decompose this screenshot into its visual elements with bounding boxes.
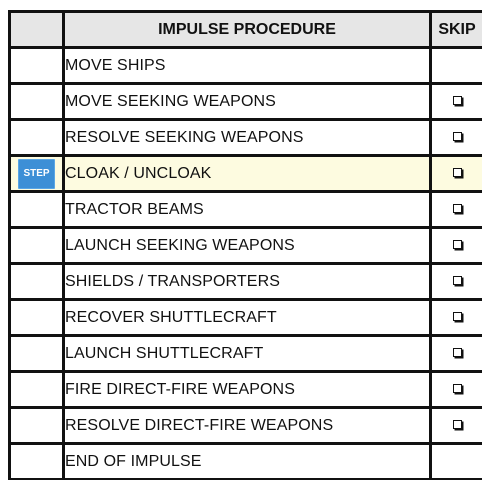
step-label: LAUNCH SEEKING WEAPONS: [65, 229, 429, 262]
skip-cell: [432, 337, 482, 370]
step-label: CLOAK / UNCLOAK: [65, 157, 429, 190]
step-indicator-cell: [11, 409, 62, 442]
step-row[interactable]: LAUNCH SEEKING WEAPONS: [11, 229, 482, 262]
skip-cell: [432, 49, 482, 82]
step-row[interactable]: RECOVER SHUTTLECRAFT: [11, 301, 482, 334]
step-indicator-cell: [11, 445, 62, 478]
procedure-column-header: IMPULSE PROCEDURE: [65, 13, 429, 46]
skip-cell: [432, 121, 482, 154]
step-row[interactable]: MOVE SEEKING WEAPONS: [11, 85, 482, 118]
skip-checkbox-icon[interactable]: [452, 311, 462, 321]
step-row[interactable]: LAUNCH SHUTTLECRAFT: [11, 337, 482, 370]
skip-cell: [432, 229, 482, 262]
current-step-badge: STEP: [18, 158, 55, 189]
skip-checkbox-icon[interactable]: [452, 131, 462, 141]
skip-checkbox-icon[interactable]: [452, 167, 462, 177]
table-header-row: IMPULSE PROCEDURE SKIP: [11, 13, 482, 46]
skip-checkbox-icon[interactable]: [452, 347, 462, 357]
step-row-current[interactable]: STEP CLOAK / UNCLOAK: [11, 157, 482, 190]
step-label: SHIELDS / TRANSPORTERS: [65, 265, 429, 298]
step-label: TRACTOR BEAMS: [65, 193, 429, 226]
step-label: MOVE SEEKING WEAPONS: [65, 85, 429, 118]
step-indicator-cell: [11, 121, 62, 154]
step-indicator-cell: [11, 337, 62, 370]
step-label: RECOVER SHUTTLECRAFT: [65, 301, 429, 334]
step-row[interactable]: SHIELDS / TRANSPORTERS: [11, 265, 482, 298]
step-indicator-cell: [11, 301, 62, 334]
skip-cell: [432, 193, 482, 226]
skip-cell: [432, 85, 482, 118]
step-row[interactable]: RESOLVE SEEKING WEAPONS: [11, 121, 482, 154]
skip-checkbox-icon[interactable]: [452, 203, 462, 213]
skip-checkbox-icon[interactable]: [452, 383, 462, 393]
step-row[interactable]: MOVE SHIPS: [11, 49, 482, 82]
step-row[interactable]: END OF IMPULSE: [11, 445, 482, 478]
step-indicator-cell: [11, 229, 62, 262]
step-indicator-cell: STEP: [11, 157, 62, 190]
step-label: MOVE SHIPS: [65, 49, 429, 82]
step-label: FIRE DIRECT-FIRE WEAPONS: [65, 373, 429, 406]
skip-checkbox-icon[interactable]: [452, 275, 462, 285]
skip-cell: [432, 157, 482, 190]
skip-checkbox-icon[interactable]: [452, 239, 462, 249]
step-label: RESOLVE SEEKING WEAPONS: [65, 121, 429, 154]
step-indicator-cell: [11, 85, 62, 118]
skip-cell: [432, 301, 482, 334]
step-label: END OF IMPULSE: [65, 445, 429, 478]
step-label: RESOLVE DIRECT-FIRE WEAPONS: [65, 409, 429, 442]
step-indicator-cell: [11, 265, 62, 298]
step-row[interactable]: RESOLVE DIRECT-FIRE WEAPONS: [11, 409, 482, 442]
skip-cell: [432, 445, 482, 478]
skip-checkbox-icon[interactable]: [452, 419, 462, 429]
skip-cell: [432, 409, 482, 442]
step-label: LAUNCH SHUTTLECRAFT: [65, 337, 429, 370]
skip-cell: [432, 373, 482, 406]
step-row[interactable]: TRACTOR BEAMS: [11, 193, 482, 226]
step-row[interactable]: FIRE DIRECT-FIRE WEAPONS: [11, 373, 482, 406]
step-column-header: [11, 13, 62, 46]
skip-checkbox-icon[interactable]: [452, 95, 462, 105]
skip-column-header: SKIP: [432, 13, 482, 46]
skip-cell: [432, 265, 482, 298]
step-indicator-cell: [11, 373, 62, 406]
step-indicator-cell: [11, 193, 62, 226]
step-indicator-cell: [11, 49, 62, 82]
